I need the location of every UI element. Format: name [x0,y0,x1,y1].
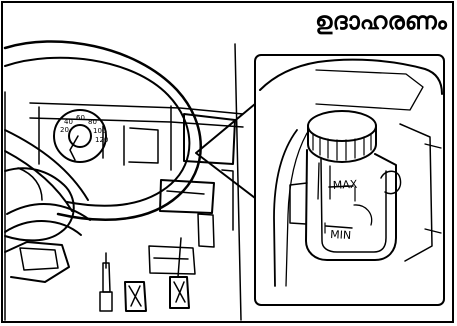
min-level-label: MIN [330,228,352,242]
gauge-tick-label: 20 [60,126,69,134]
gauge-tick-label: 40 [64,118,73,126]
gauge-tick-labels: 40 60 80 20 100 120 [60,114,108,144]
gauge-tick-label: 80 [88,118,97,126]
dashboard-illustration [5,41,255,320]
gauge-tick-label: 60 [76,114,85,122]
gauge-tick-label: 120 [95,136,108,144]
max-level-label: MAX [332,178,358,192]
reservoir-inset: MAX MIN [255,55,444,305]
gauge-tick-label: 100 [93,127,106,135]
